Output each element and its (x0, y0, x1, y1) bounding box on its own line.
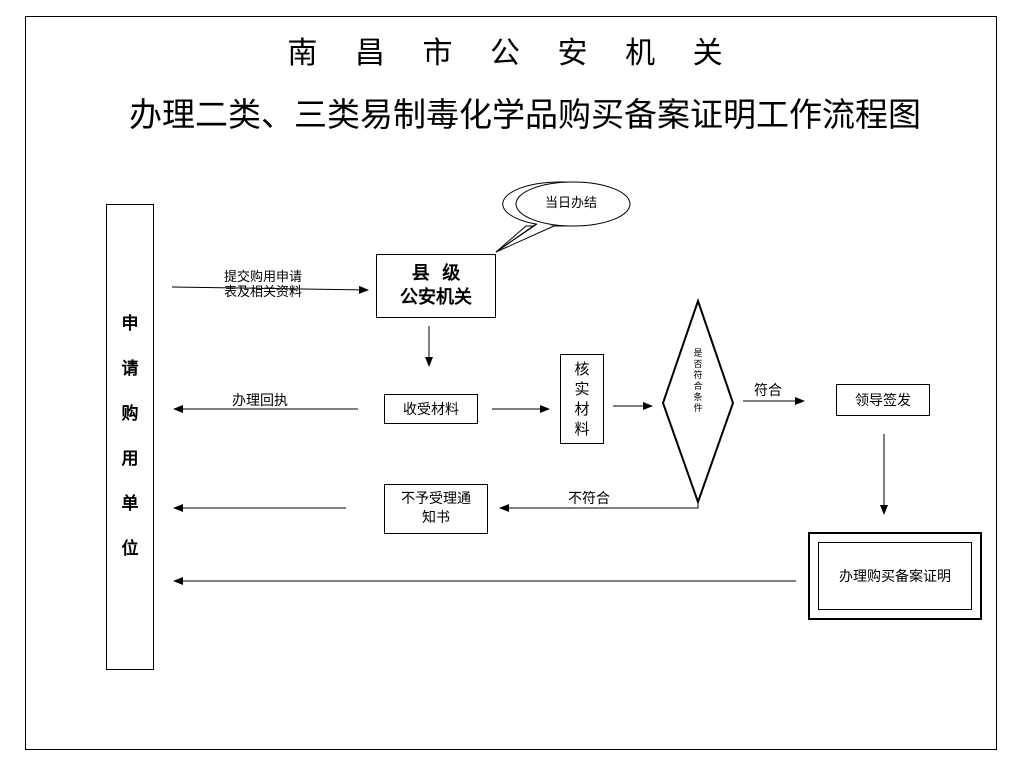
fail-label: 不符合 (568, 491, 610, 507)
callout-ellipse (515, 181, 631, 227)
title-process: 办理二类、三类易制毒化学品购买备案证明工作流程图 (129, 95, 921, 134)
county-label-line2: 公安机关 (400, 287, 472, 308)
county-police-box: 县 级 公安机关 (376, 254, 496, 318)
certificate-label: 办理购买备案证明 (818, 542, 972, 610)
leader-sign-box: 领导签发 (836, 384, 930, 416)
receive-materials-box: 收受材料 (384, 394, 478, 424)
title-organization: 南 昌 市 公 安 机 关 (287, 36, 737, 71)
rejection-notice-box: 不予受理通 知书 (384, 484, 488, 534)
arrow-fail-line (499, 502, 699, 512)
submit-label: 提交购用申请 表及相关资料 (224, 270, 303, 300)
arrow-submit (171, 285, 369, 294)
diagram-frame (25, 16, 997, 750)
verify-materials-box: 核 实 材 料 (560, 354, 604, 444)
callout-label: 当日办结 (545, 196, 598, 211)
decision-label: 是 否 符 合 条 件 (693, 349, 703, 414)
county-label-line1: 县 级 (411, 263, 461, 284)
receipt-label: 办理回执 (232, 393, 288, 409)
certificate-box: 办理购买备案证明 (808, 532, 982, 620)
pass-label: 符合 (754, 383, 782, 399)
applicant-unit-box: 申 请 购 用 单 位 (106, 204, 154, 670)
